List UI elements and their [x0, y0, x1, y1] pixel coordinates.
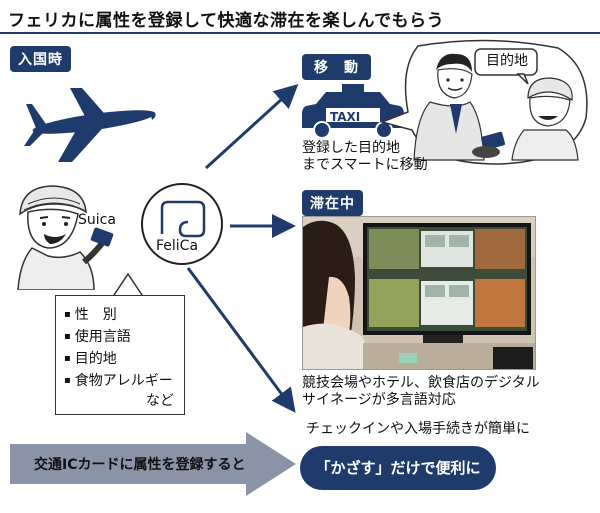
- felica-label: FeliCa: [156, 238, 199, 254]
- signage-photo: [302, 216, 536, 370]
- bottom-arrow: [10, 432, 296, 496]
- label-stay: 滞在中: [302, 190, 363, 216]
- traveler-illustration: [17, 185, 114, 290]
- move-caption-line1: 登録した目的地: [302, 140, 400, 156]
- convenience-oval: 「かざす」だけで便利に: [300, 446, 496, 490]
- airplane-icon: [24, 88, 156, 162]
- label-arrival: 入国時: [10, 46, 71, 72]
- felica-badge: [141, 183, 223, 265]
- bottom-arrow-text: 交通ICカードに属性を登録すると: [34, 457, 246, 473]
- suica-label: Suica: [78, 212, 116, 228]
- taxi-sign: TAXI: [330, 110, 361, 124]
- attribute-item: 使用言語: [64, 326, 184, 348]
- attribute-item: 性 別: [64, 304, 184, 326]
- label-move: 移 動: [302, 54, 371, 80]
- attribute-item: 食物アレルギー: [64, 370, 184, 392]
- move-caption-line2: までスマートに移動: [302, 157, 428, 173]
- stay-caption-line2: サイネージが多言語対応: [302, 392, 456, 408]
- taxi-icon: [302, 84, 404, 139]
- checkin-caption: チェックインや入場手続きが簡単に: [306, 421, 530, 437]
- destination-bubble: [474, 48, 538, 84]
- attribute-etc: など: [146, 393, 174, 409]
- page-title: フェリカに属性を登録して快適な滞在を楽しんでもらう: [8, 11, 445, 31]
- title-divider: [0, 32, 600, 34]
- attribute-list: 性 別 使用言語 目的地 食物アレルギー: [55, 295, 185, 415]
- stay-caption-line1: 競技会場やホテル、飲食店のデジタル: [302, 375, 540, 391]
- attribute-item: 目的地: [64, 348, 184, 370]
- destination-label: 目的地: [486, 53, 528, 69]
